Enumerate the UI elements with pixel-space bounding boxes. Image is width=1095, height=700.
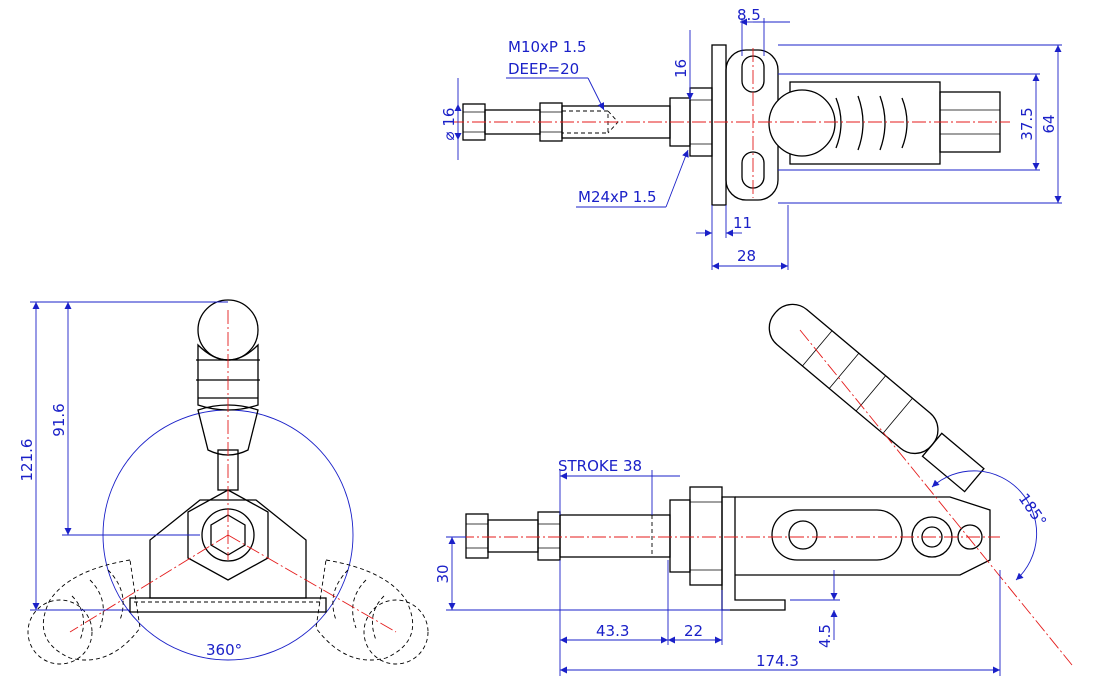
plunger-shaft bbox=[559, 514, 671, 558]
dim-total-length: 174.3 bbox=[756, 652, 799, 670]
dim-overall-height: 64 bbox=[1040, 114, 1058, 133]
thread-label: M10xP 1.5 bbox=[508, 38, 587, 56]
lock-nut bbox=[537, 511, 561, 561]
dim-22: 22 bbox=[684, 622, 703, 640]
dim-height-30: 30 bbox=[434, 564, 452, 583]
dim-slot-width: 8.5 bbox=[737, 6, 761, 24]
deep-label: DEEP=20 bbox=[508, 60, 579, 78]
dim-4-5: 4.5 bbox=[816, 624, 834, 648]
dim-slot-height: 16 bbox=[672, 59, 690, 78]
handle-ghost-right bbox=[315, 559, 429, 665]
base-foot bbox=[129, 597, 327, 613]
dim-43-3: 43.3 bbox=[596, 622, 629, 640]
handle-inclined bbox=[768, 303, 985, 493]
threaded-rod bbox=[487, 519, 539, 553]
dim-diameter-label: ⌀ 16 bbox=[440, 108, 458, 141]
mount-bracket bbox=[721, 496, 786, 611]
front-view: 121.6 91.6 360° bbox=[18, 299, 429, 665]
link-arm bbox=[771, 509, 903, 561]
side-view: 185° STROKE 38 30 4.5 43.3 22 174.3 bbox=[434, 303, 1073, 676]
pivot-left bbox=[788, 520, 818, 550]
hex-nut bbox=[187, 489, 269, 581]
dim-flange-11: 11 bbox=[733, 214, 752, 232]
rotation-label: 360° bbox=[206, 641, 242, 659]
stroke-label: STROKE 38 bbox=[558, 457, 642, 475]
dim-flange-28: 28 bbox=[737, 247, 756, 265]
mount-thread-label: M24xP 1.5 bbox=[578, 188, 657, 206]
dim-total-height: 121.6 bbox=[18, 439, 36, 482]
handle-ghost-left bbox=[27, 559, 141, 665]
handle-grip-rings bbox=[835, 95, 908, 151]
dim-handle-height: 91.6 bbox=[50, 403, 68, 436]
dim-hole-pitch: 37.5 bbox=[1018, 107, 1036, 140]
top-view: 8.5 16 64 37.5 ⌀ 16 M10xP 1.5 DEEP=20 M2… bbox=[440, 6, 1062, 270]
handle-grip bbox=[197, 404, 259, 456]
handle-knob bbox=[768, 89, 836, 157]
flange-plate bbox=[711, 44, 727, 206]
shaft-collar bbox=[669, 499, 691, 573]
plunger-tip bbox=[465, 513, 489, 559]
angle-label: 185° bbox=[1015, 490, 1050, 530]
angle-arc bbox=[931, 470, 1038, 581]
